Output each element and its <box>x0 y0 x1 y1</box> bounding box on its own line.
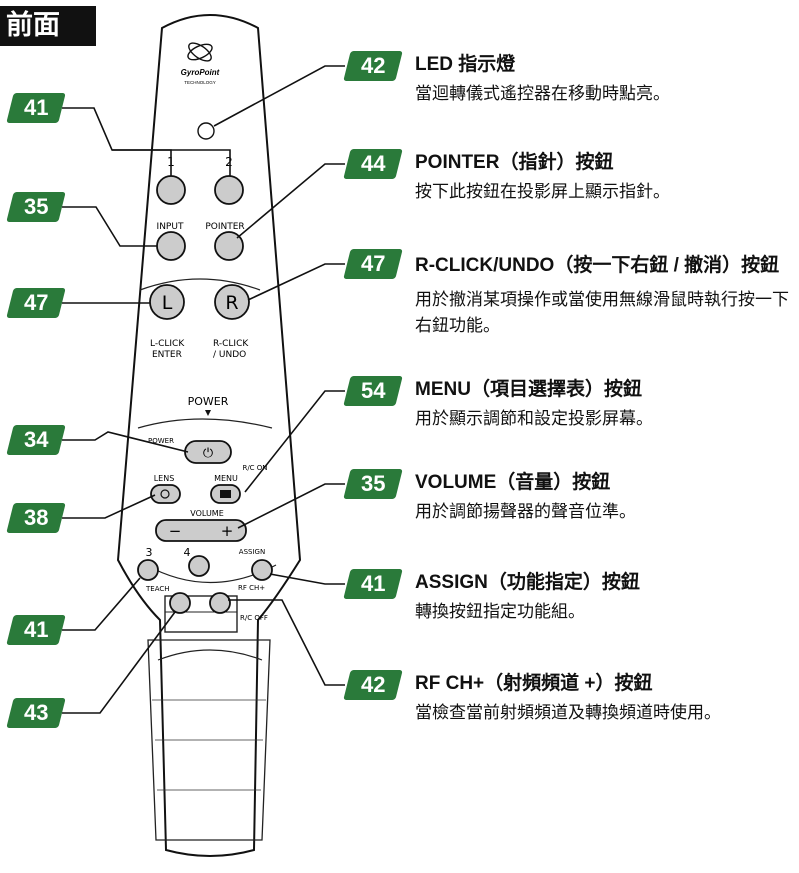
item-rclick: R-CLICK/UNDO（按一下右鈕 / 撤消）按鈕 用於撤消某項操作或當使用無… <box>415 248 790 339</box>
btn-2-label: 2 <box>225 155 233 169</box>
brand-line2: TECHNOLOGY <box>184 80 216 85</box>
rfch-label: RF CH+ <box>238 584 265 592</box>
item-title: RF CH+（射頻頻道 +）按鈕 <box>415 673 653 694</box>
rclick-line1: R-CLICK <box>213 339 249 349</box>
led-indicator-icon <box>197 122 215 140</box>
item-assign: ASSIGN（功能指定）按鈕 轉換按鈕指定功能組。 <box>415 570 790 625</box>
pointer-button <box>214 231 244 261</box>
left-click-button <box>149 284 185 320</box>
gyropoint-logo-icon <box>187 42 213 62</box>
badge-left-2: 35 <box>6 192 66 222</box>
item-menu: MENU（項目選擇表）按鈕 用於顯示調節和設定投影屏幕。 <box>415 377 790 432</box>
item-pointer: POINTER（指針）按鈕 按下此按鈕在投影屏上顯示指針。 <box>415 150 790 205</box>
lens-button <box>150 484 181 504</box>
badge-right-5: 35 <box>343 469 403 499</box>
power-small: POWER <box>148 437 174 445</box>
item-title: LED 指示燈 <box>415 54 516 75</box>
teach-label: TEACH <box>145 585 170 593</box>
rfch-button <box>209 592 231 614</box>
item-body: 用於顯示調節和設定投影屏幕。 <box>415 409 653 429</box>
badge-right-2: 44 <box>343 149 403 179</box>
badge-left-5: 38 <box>6 503 66 533</box>
teach-button <box>169 592 191 614</box>
rc-on-label: R/C ON <box>242 464 267 472</box>
item-volume: VOLUME（音量）按鈕 用於調節揚聲器的聲音位準。 <box>415 470 790 525</box>
item-title: POINTER（指針）按鈕 <box>415 152 614 173</box>
left-button-label: L <box>162 292 173 314</box>
item-title: VOLUME（音量）按鈕 <box>415 472 611 493</box>
power-title: POWER <box>188 395 229 408</box>
item-title: R-CLICK/UNDO（按一下右鈕 / 撤消）按鈕 <box>415 255 780 276</box>
item-body: 轉換按鈕指定功能組。 <box>415 602 585 622</box>
btn-4-label: 4 <box>184 546 191 559</box>
assign-button <box>251 559 273 581</box>
item-led: LED 指示燈 當迴轉儀式遙控器在移動時點亮。 <box>415 52 790 107</box>
badge-right-6: 41 <box>343 569 403 599</box>
button-3 <box>137 559 159 581</box>
badge-right-1: 42 <box>343 51 403 81</box>
badge-left-4: 34 <box>6 425 66 455</box>
badge-left-1: 41 <box>6 93 66 123</box>
power-symbol-icon: ⏻ <box>203 446 213 461</box>
badge-left-3: 47 <box>6 288 66 318</box>
item-rfch: RF CH+（射頻頻道 +）按鈕 當檢查當前射頻頻道及轉換頻道時使用。 <box>415 671 790 726</box>
badge-right-3: 47 <box>343 249 403 279</box>
badge-left-7: 43 <box>6 698 66 728</box>
lclick-line1: L-CLICK <box>150 339 185 349</box>
button-1 <box>156 175 186 205</box>
button-2 <box>214 175 244 205</box>
lens-label: LENS <box>154 474 175 483</box>
assign-label: ASSIGN <box>239 548 265 556</box>
volume-label: VOLUME <box>190 509 224 518</box>
battery-cover <box>147 639 271 841</box>
item-body: 按下此按鈕在投影屏上顯示指針。 <box>415 182 670 202</box>
volume-rocker <box>155 519 247 542</box>
item-title: MENU（項目選擇表）按鈕 <box>415 379 642 400</box>
remote-body <box>116 14 302 857</box>
item-title: ASSIGN（功能指定）按鈕 <box>415 572 640 593</box>
badge-right-4: 54 <box>343 376 403 406</box>
button-4 <box>188 555 210 577</box>
brand-line1: GyroPoint <box>181 68 220 77</box>
item-body: 當迴轉儀式遙控器在移動時點亮。 <box>415 84 670 104</box>
badge-right-7: 42 <box>343 670 403 700</box>
item-body: 用於撤消某項操作或當使用無線滑鼠時執行按一下右鈕功能。 <box>415 290 789 336</box>
input-label: INPUT <box>157 222 184 232</box>
btn-3-label: 3 <box>146 546 153 559</box>
right-button-label: R <box>225 292 238 314</box>
rc-off-label: R/C OFF <box>240 614 268 622</box>
volume-plus: + <box>221 522 234 540</box>
item-body: 當檢查當前射頻頻道及轉換頻道時使用。 <box>415 703 721 723</box>
menu-label: MENU <box>214 474 238 483</box>
input-button <box>156 231 186 261</box>
volume-minus: − <box>169 522 182 540</box>
pointer-label: POINTER <box>205 222 244 232</box>
badge-left-6: 41 <box>6 615 66 645</box>
leader-lines <box>62 65 345 714</box>
lclick-line2: ENTER <box>152 350 182 360</box>
rclick-line2: / UNDO <box>213 350 246 360</box>
section-tab: 前面 <box>0 6 96 46</box>
item-body: 用於調節揚聲器的聲音位準。 <box>415 502 636 522</box>
right-click-button <box>214 284 250 320</box>
